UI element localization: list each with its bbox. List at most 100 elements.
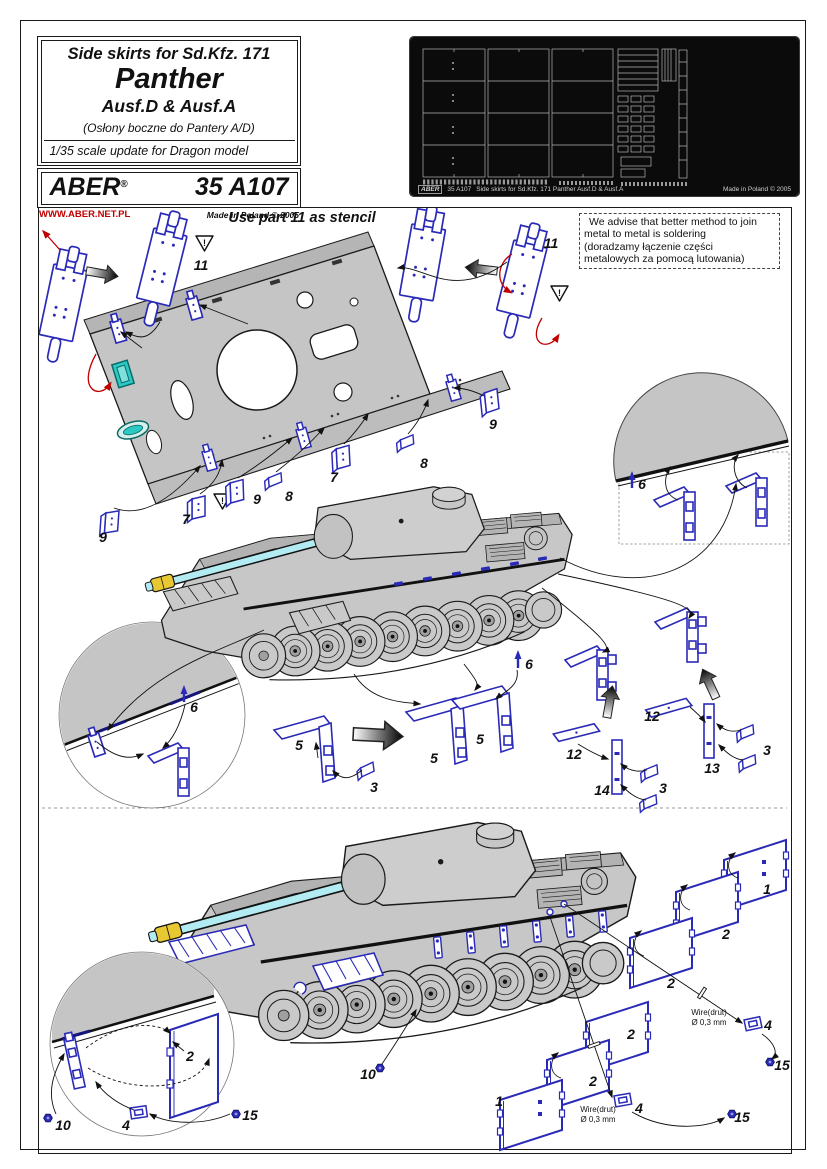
part-label: 15 bbox=[734, 1109, 750, 1125]
part-label: 11 bbox=[544, 235, 559, 251]
wire-assembly-lower bbox=[549, 916, 737, 1119]
vehicle-variants: Ausf.D & Ausf.A bbox=[101, 95, 237, 116]
part-label: 4 bbox=[634, 1100, 643, 1116]
advice-line: (doradzamy łączenie części bbox=[584, 240, 713, 253]
part-label: 4 bbox=[763, 1017, 772, 1033]
part-label: 5 bbox=[295, 737, 303, 753]
part-label: 12 bbox=[644, 708, 660, 724]
fret-caption-brand: ABER bbox=[418, 185, 443, 194]
polish-subtitle: (Osłony boczne do Pantery A/D) bbox=[83, 120, 255, 135]
advice-line: metalowych za pomocą lutowania) bbox=[584, 253, 745, 266]
part-label: 2 bbox=[626, 1026, 635, 1042]
part-label: 5 bbox=[430, 750, 438, 766]
part-label: 2 bbox=[666, 975, 675, 991]
skirt-plate-cascade bbox=[496, 839, 790, 1151]
title-box: Side skirts for Sd.Kfz. 171 Panther Ausf… bbox=[37, 36, 301, 166]
part-labels: 11 11 9 7 9 8 7 8 9 6 6 5 3 5 5 6 12 3 1… bbox=[55, 235, 790, 1133]
fret-caption: ABER 35 A107 Side skirts for Sd.Kfz. 171… bbox=[418, 185, 791, 194]
leader-lines-lower bbox=[50, 852, 779, 1127]
part-6-pins bbox=[180, 471, 636, 702]
photo-etch-fret-image: ABER 35 A107 Side skirts for Sd.Kfz. 171… bbox=[409, 36, 800, 197]
part-11-fold-diagram-right bbox=[394, 208, 569, 345]
assembly-diagram: Use part 11 as stencil ! ! ! Wire(drut) … bbox=[39, 208, 790, 1151]
lower-assembly-section bbox=[43, 823, 790, 1151]
registered-mark: ® bbox=[120, 178, 128, 190]
skirt-mount-detail-circle-lower bbox=[43, 951, 241, 1137]
part-label: 5 bbox=[476, 731, 484, 747]
skirt-attachment-marks bbox=[393, 556, 548, 587]
assembly-diagram-area: Use part 11 as stencil ! ! ! Wire(drut) … bbox=[38, 207, 792, 1154]
blue-fenders bbox=[167, 924, 385, 995]
footer-row: WWW.ABER.NET.PL Made in Poland © 2005 bbox=[37, 208, 301, 221]
part-label: 1 bbox=[763, 881, 771, 897]
skirt-rail-detail-dome bbox=[613, 372, 790, 545]
part-label: 7 bbox=[182, 511, 191, 527]
part-label: 9 bbox=[99, 529, 107, 545]
part-label: 12 bbox=[566, 746, 582, 762]
tank-illustration-lower bbox=[147, 823, 635, 1043]
part-label: 15 bbox=[242, 1107, 258, 1123]
part-label: 9 bbox=[253, 491, 261, 507]
made-in-label: Made in Poland © 2005 bbox=[206, 209, 299, 220]
part-label: 2 bbox=[721, 926, 730, 942]
part-label: 7 bbox=[330, 469, 339, 485]
part-label: 14 bbox=[594, 782, 610, 798]
fret-etched-parts bbox=[422, 48, 688, 179]
wire-diameter: Ø 0,3 mm bbox=[580, 1115, 615, 1124]
part-label: 13 bbox=[704, 760, 720, 776]
part-label: 8 bbox=[420, 455, 428, 471]
part-label: 2 bbox=[588, 1073, 597, 1089]
fret-drawing bbox=[409, 36, 800, 197]
part-label: 3 bbox=[370, 779, 378, 795]
wire-diameter: Ø 0,3 mm bbox=[691, 1018, 726, 1027]
fret-caption-title: Side skirts for Sd.Kfz. 171 Panther Ausf… bbox=[476, 186, 624, 193]
brand-logo: ABER® bbox=[49, 172, 128, 201]
wire-assembly-upper bbox=[563, 903, 775, 1067]
part-label: 6 bbox=[525, 656, 533, 672]
soldering-advice-box: We advise that better method to join met… bbox=[579, 213, 780, 269]
oval-part-teal bbox=[116, 420, 150, 440]
page-border: Side skirts for Sd.Kfz. 171 Panther Ausf… bbox=[20, 20, 806, 1154]
tank-illustration-upper bbox=[144, 487, 572, 680]
wire-annotations: Wire(drut) Ø 0,3 mm Wire(drut) Ø 0,3 mm bbox=[580, 1008, 727, 1124]
part-label: 2 bbox=[185, 1048, 194, 1064]
part-label: 10 bbox=[360, 1066, 376, 1082]
part-10-bolt bbox=[375, 1063, 385, 1073]
part-label: 6 bbox=[190, 699, 198, 715]
warning-exclamation: ! bbox=[221, 496, 224, 506]
stencil-note: Use part 11 as stencil bbox=[228, 210, 376, 226]
wire-label: Wire(drut) bbox=[691, 1008, 727, 1017]
scale-note: 1/35 scale update for Dragon model bbox=[43, 139, 295, 162]
warning-marks: ! ! ! bbox=[203, 238, 561, 506]
part-label: 3 bbox=[659, 780, 667, 796]
part-label: 15 bbox=[774, 1057, 790, 1073]
leader-lines-upper bbox=[96, 261, 748, 801]
part-label: 3 bbox=[763, 742, 771, 758]
fret-holes bbox=[452, 62, 454, 165]
warning-exclamation: ! bbox=[558, 288, 561, 298]
advice-line: We advise that better method to join bbox=[589, 216, 757, 228]
vehicle-name: Panther bbox=[115, 62, 223, 95]
website-link[interactable]: WWW.ABER.NET.PL bbox=[39, 209, 131, 220]
part-label: 9 bbox=[489, 416, 497, 432]
skirt-plate-2-detail bbox=[166, 1012, 219, 1120]
part-label: 1 bbox=[495, 1093, 503, 1109]
periscope-part-teal bbox=[110, 359, 136, 389]
part-label: 6 bbox=[638, 476, 646, 492]
part-10-bracket bbox=[63, 1031, 87, 1090]
part-label: 4 bbox=[121, 1117, 130, 1133]
part-label: 8 bbox=[285, 488, 293, 504]
upper-assembly-section bbox=[39, 208, 790, 813]
fret-caption-made: Made in Poland © 2005 bbox=[722, 186, 791, 193]
brand-box: ABER® 35 A107 bbox=[37, 168, 301, 208]
fret-caption-code: 35 A107 bbox=[447, 186, 472, 193]
part-11-fold-diagram-left bbox=[39, 229, 121, 393]
product-title: Side skirts for Sd.Kfz. 171 bbox=[67, 44, 271, 63]
advice-line: metal to metal is soldering bbox=[584, 228, 706, 241]
warning-exclamation: ! bbox=[203, 238, 206, 248]
wire-label: Wire(drut) bbox=[580, 1105, 616, 1114]
part-label: 10 bbox=[55, 1117, 71, 1133]
skirt-plate-1 bbox=[496, 1079, 566, 1151]
part-label: 11 bbox=[194, 257, 209, 273]
